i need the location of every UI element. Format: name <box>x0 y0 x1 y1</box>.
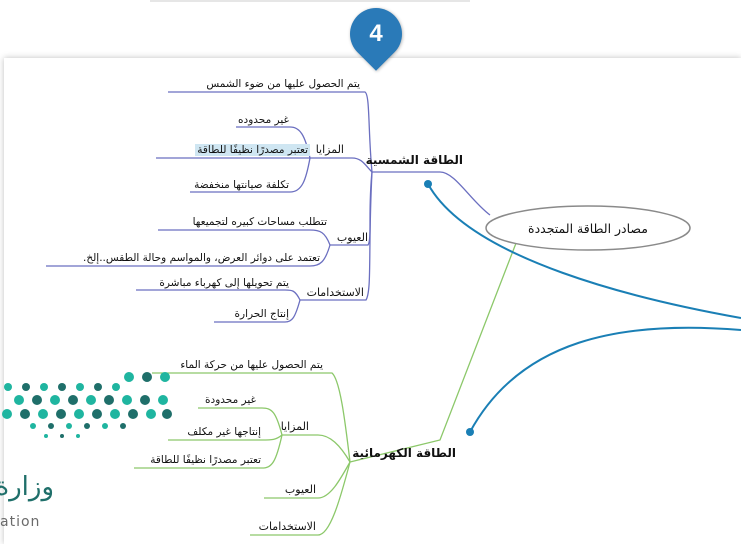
logo-dot <box>124 372 134 382</box>
solar-dis-item1-edge <box>158 229 331 246</box>
logo-dot <box>120 423 126 429</box>
logo-dot <box>44 434 48 438</box>
logo-subtext: ation <box>0 514 41 530</box>
arrow-solar-tip <box>424 180 432 188</box>
solar-uses-item-2: إنتاج الحرارة <box>234 308 290 320</box>
hydro-advantages-label: المزايا <box>280 420 309 433</box>
center-ellipse <box>485 205 691 251</box>
hydro-source-edge <box>152 372 351 463</box>
highlighted-text: تعتبر مصدرًا نظيفًا للطاقة <box>195 144 310 156</box>
logo-dot <box>94 383 102 391</box>
hydro-source: يتم الحصول عليها من حركة الماء <box>180 359 323 371</box>
callout-arrows <box>427 183 741 433</box>
solar-dis-item-2: تعتمد على دوائر العرض، والمواسم وحالة ال… <box>82 252 320 264</box>
solar-source: يتم الحصول عليها من ضوء الشمس <box>206 78 360 90</box>
step-number: 4 <box>369 20 383 47</box>
logo-dot <box>38 409 48 419</box>
logo-dot <box>74 409 84 419</box>
logo-dot <box>162 409 172 419</box>
hydro-adv-item2-edge <box>168 434 283 441</box>
hydro-branch-lines <box>134 237 519 536</box>
logo-dot <box>22 383 30 391</box>
logo-dot <box>158 395 168 405</box>
hydro-dis-edge <box>264 461 351 499</box>
hydro-uses-edge <box>250 461 351 536</box>
solar-uses-item2-edge <box>214 299 301 323</box>
solar-dis-item-1: تتطلب مساحات كبيره لتجميعها <box>192 216 327 228</box>
logo-dot <box>60 434 64 438</box>
hydro-main-edge <box>349 237 519 463</box>
solar-uses-edge <box>300 171 373 301</box>
arrow-to-hydro <box>469 326 741 433</box>
logo-dot <box>2 409 12 419</box>
logo-dot <box>128 409 138 419</box>
logo-dot <box>160 372 170 382</box>
hydro-disadvantages-label: العيوب <box>284 483 316 496</box>
hydro-adv-item-1: غير محدودة <box>205 394 256 406</box>
logo-dot <box>110 409 120 419</box>
logo-dot <box>146 409 156 419</box>
mindmap-frame <box>4 58 741 544</box>
solar-uses-item1-edge <box>136 289 301 301</box>
solar-uses-label: الاستخدامات <box>306 286 364 299</box>
hydro-adv-item1-edge <box>198 407 283 436</box>
logo-dot <box>14 395 24 405</box>
center-node-label: مصادر الطاقة المتجددة <box>528 220 648 236</box>
hydro-adv-item-2: إنتاجها غير مكلف <box>187 426 261 438</box>
logo-dot <box>40 383 48 391</box>
logo-dot <box>92 409 102 419</box>
logo-dot <box>142 372 152 382</box>
solar-adv-item-1: غير محدوده <box>238 114 289 126</box>
solar-uses-item-1: يتم تحويلها إلى كهرباء مباشرة <box>159 277 289 289</box>
hydro-adv-item-3: تعتبر مصدرًا نظيفًا للطاقة <box>150 454 261 466</box>
solar-title: الطاقة الشمسية <box>365 153 463 167</box>
solar-adv-item3-edge <box>190 157 311 193</box>
logo-dot <box>102 423 108 429</box>
solar-dis-item2-edge <box>46 244 331 267</box>
logo-dot <box>48 423 54 429</box>
logo-dot <box>30 423 36 429</box>
logo-dot <box>20 409 30 419</box>
solar-source-edge <box>168 91 373 173</box>
hydro-adv-item3-edge <box>134 434 283 469</box>
solar-main-edge <box>372 171 491 216</box>
logo-dot <box>56 409 66 419</box>
logo-dot <box>104 395 114 405</box>
logo-dot <box>76 383 84 391</box>
solar-adv-item-2: تعتبر مصدرًا نظيفًا للطاقة <box>195 143 310 157</box>
top-divider <box>150 0 470 2</box>
arrow-to-solar <box>427 183 741 319</box>
logo-dot <box>58 383 66 391</box>
logo-dot <box>4 383 12 391</box>
arrow-hydro-tip <box>466 428 474 436</box>
logo-dot <box>86 395 96 405</box>
hydro-adv-edge <box>282 434 351 463</box>
hydro-uses-label: الاستخدامات <box>258 520 316 533</box>
hydro-title: الطاقة الكهرمائية <box>352 446 456 460</box>
logo-dot <box>76 434 80 438</box>
logo-dot <box>32 395 42 405</box>
logo-dot <box>112 383 120 391</box>
logo-dot <box>68 395 78 405</box>
solar-adv-edge <box>310 157 373 173</box>
logo-text: وزارة <box>0 472 54 502</box>
logo-dot <box>140 395 150 405</box>
solar-branch-lines <box>46 91 491 323</box>
logo-dot <box>84 423 90 429</box>
logo-dot <box>66 423 72 429</box>
solar-adv-item-3: تكلفة صيانتها منخفضة <box>194 179 289 191</box>
logo-dot <box>50 395 60 405</box>
solar-disadvantages-label: العيوب <box>336 231 368 244</box>
solar-advantages-label: المزايا <box>315 143 344 156</box>
logo-dot <box>122 395 132 405</box>
